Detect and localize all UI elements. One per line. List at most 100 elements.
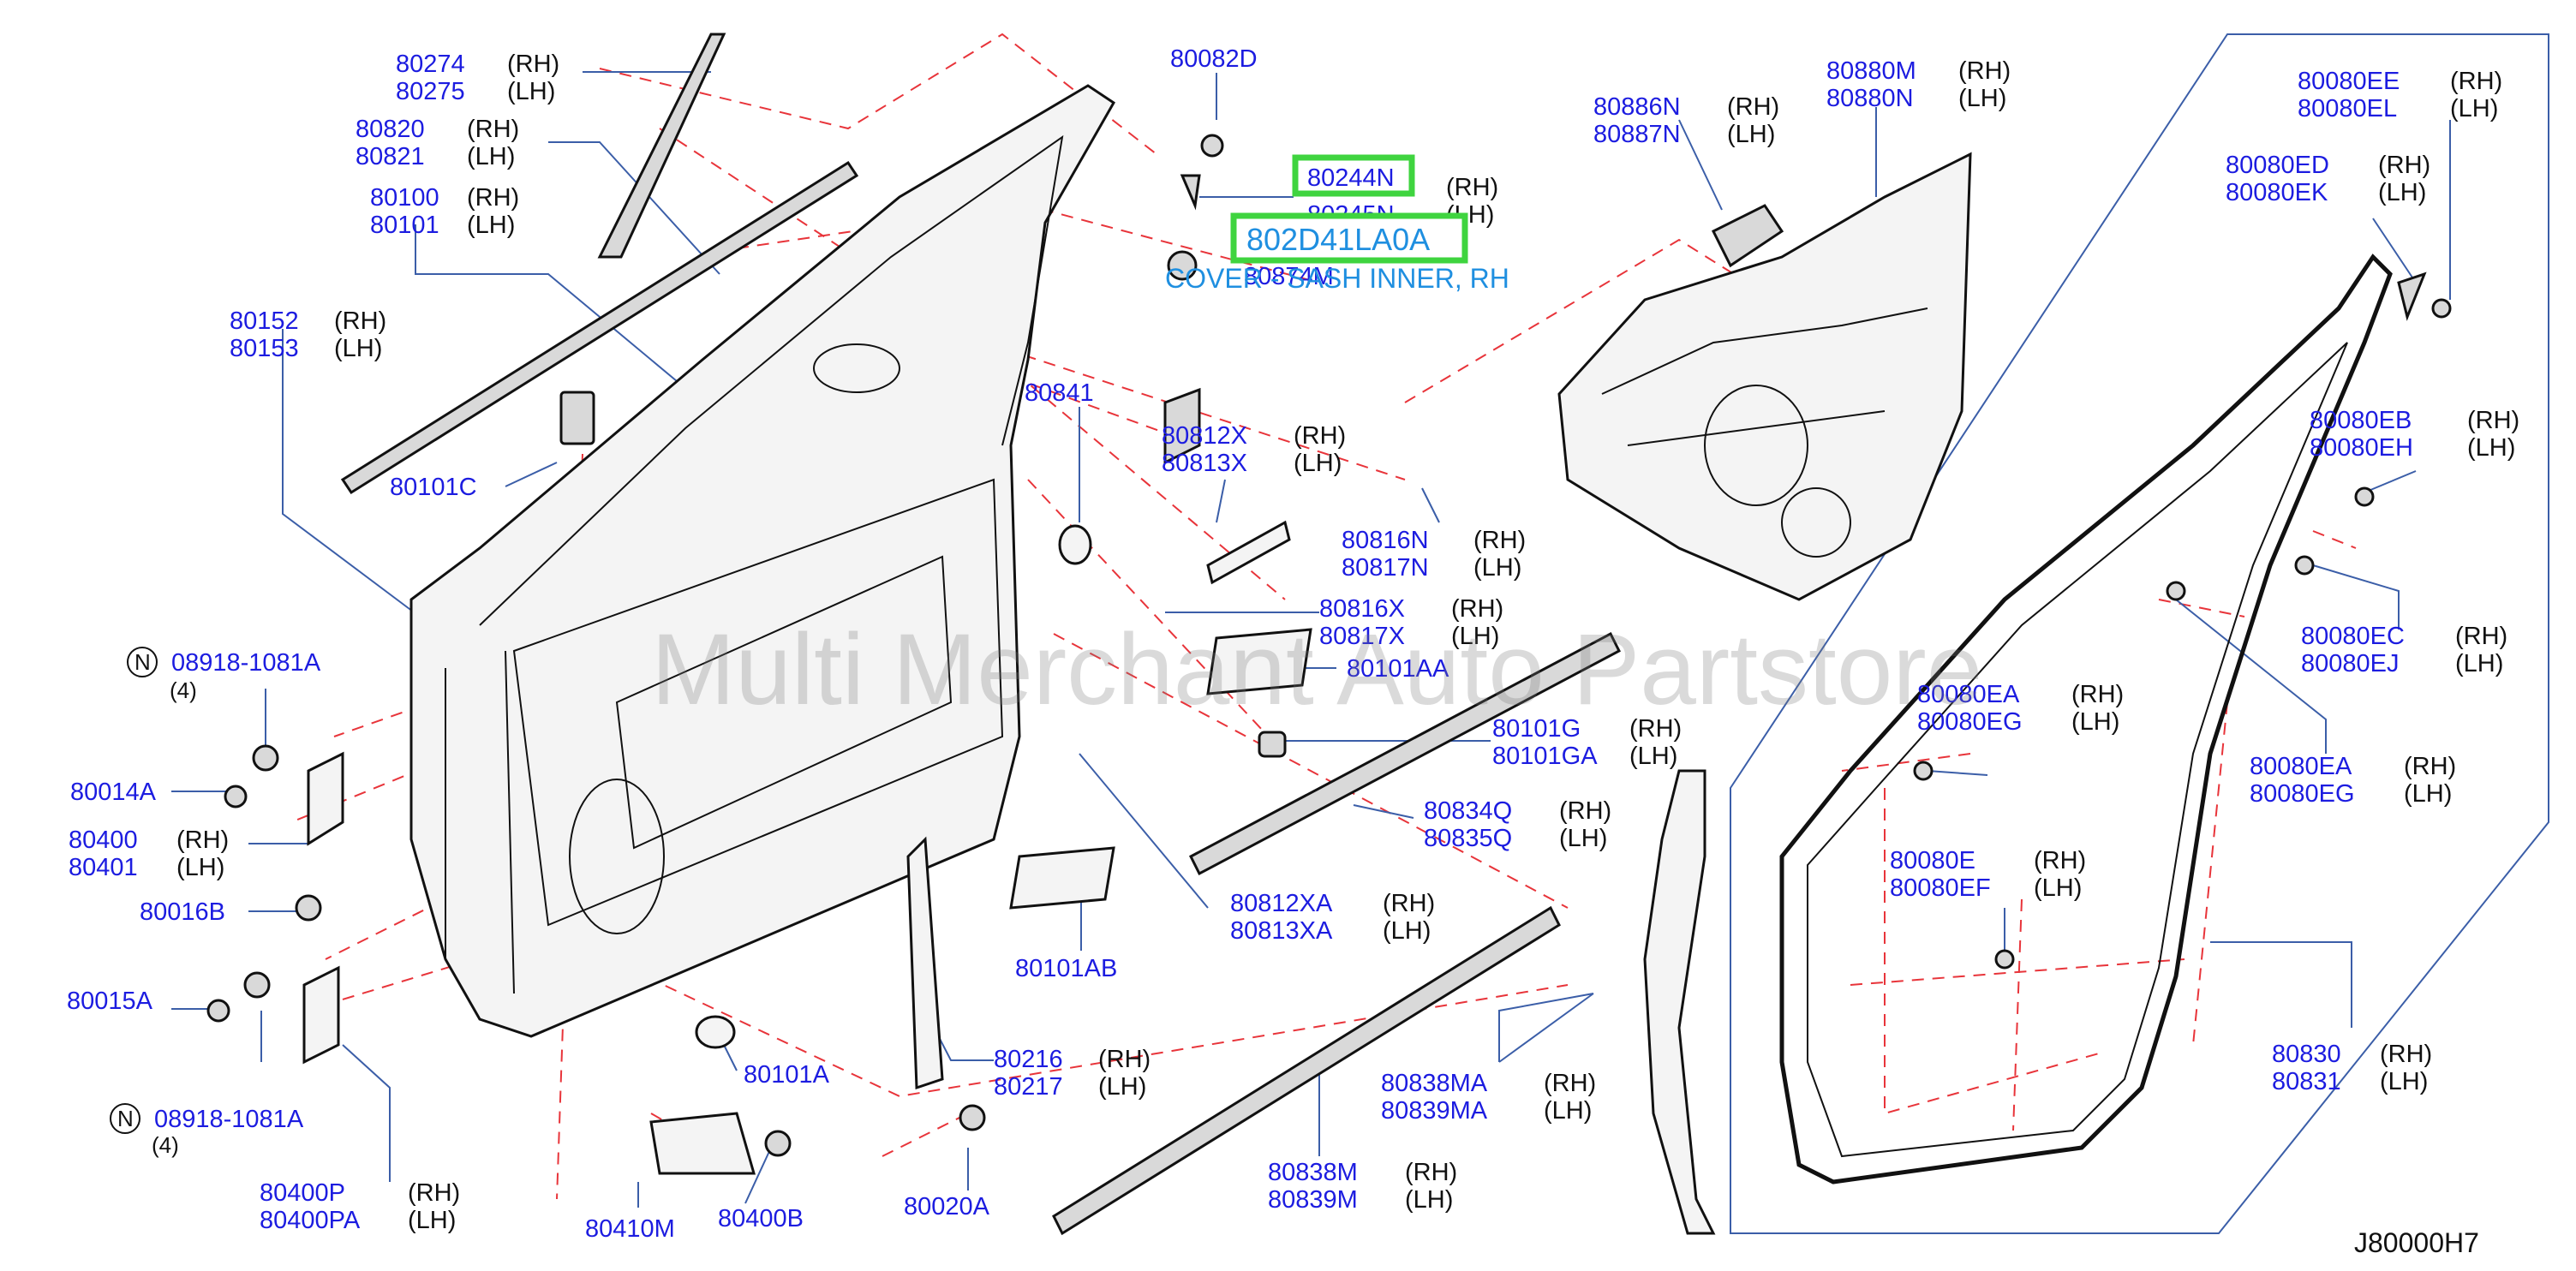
callout-80812xa: 80812XA 80813XA (RH) (LH) [1230, 890, 1435, 945]
side-label: (LH) [334, 335, 382, 362]
side-label: (RH) [1446, 174, 1498, 201]
side-label: (LH) [1544, 1097, 1592, 1125]
callout-80082d: 80082D [1170, 45, 1258, 73]
part-number: 80080ED [2226, 152, 2329, 179]
callout-80080e: 80080E 80080EF (RH) (LH) [1890, 847, 2086, 902]
side-label: (LH) [2380, 1068, 2428, 1095]
part-number: 80082D [1170, 45, 1258, 73]
callout-80080ec: 80080EC 80080EJ (RH) (LH) [2301, 623, 2507, 677]
side-label: (RH) [2380, 1041, 2432, 1068]
part-number: 80080EB [2310, 407, 2412, 434]
part-number: 80101A [744, 1061, 830, 1089]
side-label: (LH) [1405, 1186, 1453, 1214]
side-label: (RH) [1544, 1070, 1596, 1097]
side-label: (LH) [1473, 554, 1521, 582]
highlighted-part: 802D41LA0A COVER - SASH INNER, RH [1165, 212, 1509, 294]
side-label: (LH) [1958, 85, 2006, 112]
part-number: 80400 [69, 826, 138, 854]
part-number: 80812XA [1230, 890, 1333, 917]
side-label: (RH) [176, 826, 229, 854]
part-number: 80886N [1593, 93, 1681, 121]
leader-lines [171, 33, 2549, 1234]
part-number: 80101AB [1015, 955, 1117, 982]
part-number: 80080EE [2298, 68, 2400, 95]
callout-labels: 80274 80275 (RH) (LH) 80820 80821 (RH) (… [67, 45, 2519, 1243]
side-label: (RH) [2034, 847, 2086, 874]
part-number: 80080EL [2298, 95, 2397, 122]
side-label: (RH) [1473, 527, 1526, 554]
part-number: 80101AA [1347, 655, 1449, 683]
part-number: 80015A [67, 988, 153, 1015]
side-label: (RH) [467, 184, 519, 212]
callout-80152: 80152 80153 (RH) (LH) [230, 307, 386, 362]
callout-08918-1081a-lower: N 08918-1081A (4) [110, 1103, 304, 1158]
part-number: 80835Q [1424, 825, 1512, 852]
part-number: 80880M [1826, 57, 1916, 85]
part-number: 80080EC [2301, 623, 2405, 650]
part-number: 80816X [1319, 595, 1405, 623]
highlighted-part-description: COVER - SASH INNER, RH [1165, 263, 1509, 294]
outer-belt-molding-part [1052, 631, 1621, 1236]
side-label: (LH) [467, 212, 515, 239]
part-number: 80014A [70, 779, 157, 806]
part-number: 80080EA [2250, 753, 2352, 780]
callout-80838m: 80838M 80839M (RH) (LH) [1268, 1159, 1457, 1214]
callout-80101g: 80101G 80101GA (RH) (LH) [1492, 715, 1682, 770]
callout-80101c: 80101C [390, 474, 477, 501]
side-label: (RH) [2071, 681, 2124, 708]
callout-80020a: 80020A [904, 1193, 990, 1220]
side-label: (LH) [507, 78, 555, 105]
side-label: (RH) [1405, 1159, 1457, 1186]
side-label: (RH) [2467, 407, 2519, 434]
callout-80101aa: 80101AA [1347, 655, 1449, 683]
side-label: (RH) [507, 51, 559, 78]
part-number: 80838M [1268, 1159, 1358, 1186]
callout-80014a: 80014A [70, 779, 157, 806]
side-label: (RH) [1383, 890, 1435, 917]
part-number: 80839MA [1381, 1097, 1488, 1125]
side-label: (LH) [408, 1207, 456, 1234]
side-label: (RH) [2450, 68, 2502, 95]
part-number: 80152 [230, 307, 299, 335]
callout-80838ma: 80838MA 80839MA (RH) (LH) [1381, 1070, 1596, 1125]
part-number: 80080EA [1917, 681, 2020, 708]
part-number: 80153 [230, 335, 299, 362]
part-number: 80244N [1307, 164, 1395, 192]
side-label: (RH) [334, 307, 386, 335]
part-number: 80100 [370, 184, 439, 212]
side-label: (LH) [176, 854, 224, 881]
part-number: 80101C [390, 474, 477, 501]
quantity: (4) [152, 1132, 179, 1158]
callout-80101ab: 80101AB [1015, 955, 1117, 982]
drawing-code: J80000H7 [2354, 1227, 2479, 1258]
side-label: (RH) [1098, 1046, 1151, 1073]
part-number: 80080EK [2226, 179, 2328, 206]
highlight-box [1292, 154, 1415, 197]
callout-80080ee: 80080EE 80080EL (RH) (LH) [2298, 68, 2502, 122]
side-label: (RH) [1727, 93, 1779, 121]
callout-80080ea-upper: 80080EA 80080EG (RH) (LH) [1917, 681, 2124, 736]
part-number: 80401 [69, 854, 138, 881]
nut-symbol-letter: N [117, 1106, 134, 1131]
side-label: (LH) [2071, 708, 2119, 736]
part-number: 08918-1081A [171, 649, 321, 677]
side-label: (LH) [467, 143, 515, 170]
callout-80080ed: 80080ED 80080EK (RH) (LH) [2226, 152, 2430, 206]
part-number: 80887N [1593, 121, 1681, 148]
part-number: 80101 [370, 212, 439, 239]
part-number: 80817X [1319, 623, 1405, 650]
part-number: 80821 [356, 143, 425, 170]
side-label: (RH) [2455, 623, 2507, 650]
nut-symbol-letter: N [134, 649, 151, 675]
part-number: 80812X [1162, 422, 1247, 450]
part-number: 80816N [1342, 527, 1429, 554]
part-number: 80216 [994, 1046, 1063, 1073]
highlighted-part-number: 802D41LA0A [1246, 222, 1430, 257]
part-number: 80817N [1342, 554, 1429, 582]
callout-80400b: 80400B [718, 1205, 804, 1232]
part-number: 80813XA [1230, 917, 1333, 945]
door-shell-part [409, 84, 1115, 1038]
callout-80016b: 80016B [140, 898, 225, 926]
callout-80880m: 80880M 80880N (RH) (LH) [1826, 57, 2011, 112]
side-label: (RH) [1294, 422, 1346, 450]
